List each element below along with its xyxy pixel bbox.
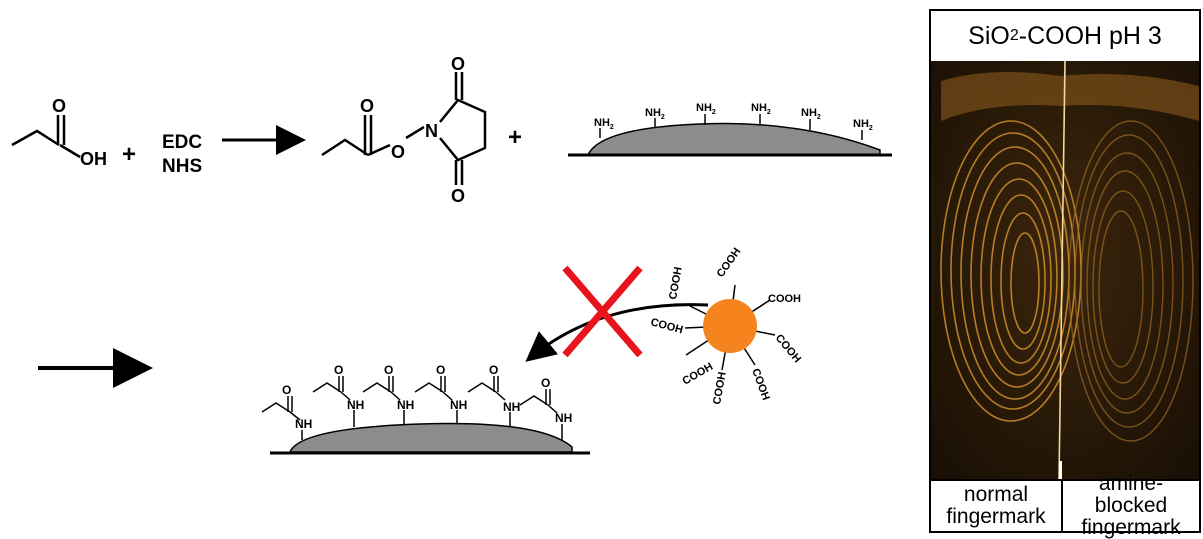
amide-nh-1: NH <box>295 417 312 431</box>
cooh-label-1: COOH <box>667 266 685 301</box>
cooh-label-5: COOH <box>749 367 772 402</box>
propanoic-acid <box>11 115 81 159</box>
imide-o-top: O <box>451 54 465 74</box>
amide-o-1: O <box>282 383 291 397</box>
amide-nh-4: NH <box>450 398 467 412</box>
amide-nh-3: NH <box>397 398 414 412</box>
amide-o-5: O <box>489 363 498 377</box>
amide-o-6: O <box>541 376 550 390</box>
imide-n: N <box>425 121 438 141</box>
reagent-nhs: NHS <box>162 156 202 177</box>
nhs-ester <box>321 72 487 185</box>
cooh-nanoparticle: COOH COOH COOH COOH COOH COOH COOH COOH <box>649 246 803 406</box>
svg-text:NH2: NH2 <box>853 118 873 132</box>
amide-nh-5: NH <box>503 400 520 414</box>
amine-surface: NH2 NH2 NH2 NH2 NH2 NH2 <box>568 102 892 157</box>
cooh-label-8: COOH <box>649 316 684 336</box>
ester-carbonyl-o: O <box>360 96 374 116</box>
svg-text:NH2: NH2 <box>801 107 821 121</box>
amide-nh-2: NH <box>347 398 364 412</box>
imide-o-bottom: O <box>451 186 465 206</box>
reagent-edc: EDC <box>162 132 202 153</box>
caption-normal-fingermark: normal fingermark <box>929 479 1063 533</box>
cooh-label-4: COOH <box>773 332 803 365</box>
svg-text:NH2: NH2 <box>696 102 716 116</box>
amide-nh-6: NH <box>555 411 572 425</box>
amide-o-3: O <box>384 363 393 377</box>
amide-blocked-surface: O NH O NH O NH O NH O NH O NH <box>261 363 590 455</box>
plus-sign-2: + <box>508 124 522 151</box>
amide-o-2: O <box>334 363 343 377</box>
svg-text:NH2: NH2 <box>594 117 614 131</box>
cooh-label-6: COOH <box>711 371 729 406</box>
svg-text:NH2: NH2 <box>751 102 771 116</box>
caption-amine-blocked-fingermark: amine-blocked fingermark <box>1061 473 1201 539</box>
ester-o: O <box>391 142 405 162</box>
reaction-scheme: O OH + EDC NHS O O N O O + NH2 <box>11 54 892 455</box>
acid-carbonyl-o: O <box>52 96 66 116</box>
cooh-label-3: COOH <box>768 293 801 305</box>
acid-hydroxyl: OH <box>80 149 107 169</box>
plus-sign-1: + <box>122 141 136 168</box>
fingermark-image <box>929 61 1201 479</box>
amide-o-4: O <box>436 363 445 377</box>
cooh-label-2: COOH <box>715 246 744 280</box>
blocked-cross-mark <box>562 265 643 358</box>
svg-text:NH2: NH2 <box>645 107 665 121</box>
cooh-label-7: COOH <box>681 361 716 388</box>
